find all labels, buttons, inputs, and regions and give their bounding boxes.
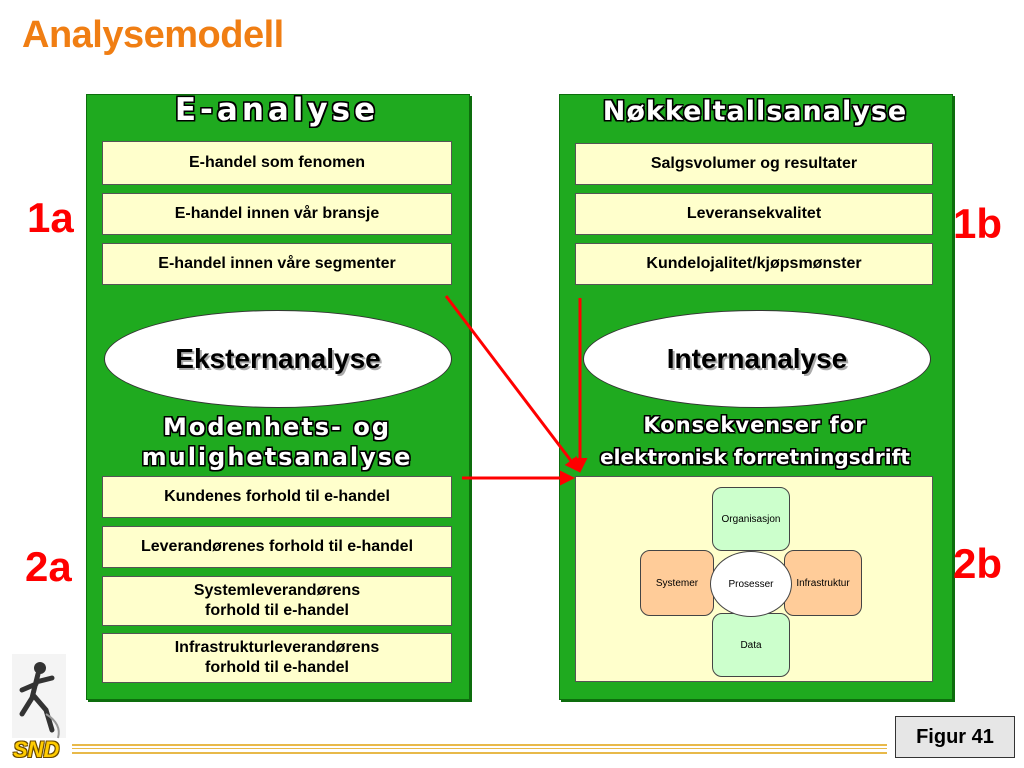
left-bottom-box-3-line1: Systemleverandørens <box>193 582 361 599</box>
node-systemer: Systemer <box>640 550 714 616</box>
right-subheading-line1: Konsekvenser for <box>643 413 867 437</box>
right-top-box-3: Kundelojalitet/kjøpsmønster <box>575 243 933 285</box>
right-top-box-1: Salgsvolumer og resultater <box>575 143 933 185</box>
eksternanalyse-ellipse: Eksternanalyse <box>104 310 452 408</box>
left-subheading-line2: mulighetsanalyse <box>141 443 413 471</box>
left-bottom-box-4-line1: Infrastrukturleverandørens <box>174 639 380 656</box>
figure-label: Figur 41 <box>895 716 1015 758</box>
snd-logo-text: SND <box>13 737 60 762</box>
left-top-box-3: E-handel innen våre segmenter <box>102 243 452 285</box>
left-bottom-box-4-line2: forhold til e-handel <box>205 659 349 676</box>
right-top-box-2: Leveransekvalitet <box>575 193 933 235</box>
left-top-box-2: E-handel innen vår bransje <box>102 193 452 235</box>
footer-divider <box>72 744 887 754</box>
left-subheading-line1: Modenhets- og <box>162 413 392 441</box>
arrow-diagonal <box>444 295 580 473</box>
internanalyse-ellipse: Internanalyse <box>583 310 931 408</box>
left-top-box-1: E-handel som fenomen <box>102 141 452 185</box>
left-bottom-box-2-line1: Leverandørenes forhold til e-handel <box>140 538 414 555</box>
label-1a: 1a <box>27 194 74 241</box>
page-title: Analysemodell <box>22 14 284 56</box>
e-analyse-heading: E-analyse <box>174 92 380 128</box>
left-bottom-box-4: Infrastrukturleverandørens forhold til e… <box>102 633 452 683</box>
left-bottom-box-3-line2: forhold til e-handel <box>205 602 349 619</box>
left-bottom-box-1-line1: Kundenes forhold til e-handel <box>164 488 390 505</box>
label-2b: 2b <box>953 540 1003 587</box>
node-prosesser: Prosesser <box>710 551 792 617</box>
nokkeltallsanalyse-heading: Nøkkeltallsanalyse <box>602 96 908 127</box>
label-2a: 2a <box>25 543 72 590</box>
snd-logo-figure <box>12 654 66 739</box>
right-subheading-line2: elektronisk forretningsdrift <box>600 445 910 469</box>
node-organisasjon: Organisasjon <box>712 487 790 551</box>
left-bottom-box-2: Leverandørenes forhold til e-handel <box>102 526 452 568</box>
node-infrastruktur: Infrastruktur <box>784 550 862 616</box>
left-bottom-box-3: Systemleverandørens forhold til e-handel <box>102 576 452 626</box>
label-1b: 1b <box>953 200 1003 247</box>
left-bottom-box-1: Kundenes forhold til e-handel <box>102 476 452 518</box>
